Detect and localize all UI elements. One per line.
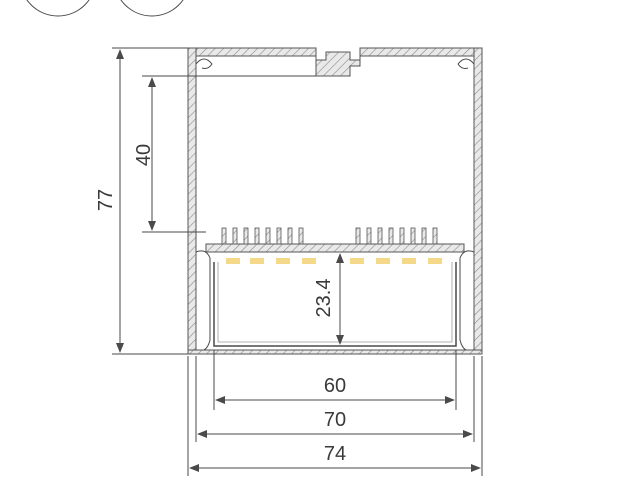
led-chip [376,258,390,264]
profile-body [187,47,483,355]
heatsink-fin [298,227,304,245]
heatsink-fin [355,227,361,245]
profile-bottom-wall [187,349,483,355]
heatsink-fin [243,227,249,245]
dimension-77: 77 [95,47,188,355]
top-left-clip [195,58,213,69]
dim-label-74: 74 [324,443,346,465]
circle-icon [26,0,90,17]
heatsink-fins-left [221,227,304,245]
heatsink-base [205,243,465,253]
dimension-74: 74 [187,356,483,476]
heatsink-fin [388,227,394,245]
led-chip [226,258,240,264]
right-diffuser-clip [459,250,475,351]
dimension-60: 60 [213,350,457,410]
heatsink-fins-right [355,227,438,245]
led-chip [402,258,416,264]
led-chips [226,258,442,264]
top-icons [26,0,184,17]
heatsink-fin [410,227,416,245]
heatsink-fin [377,227,383,245]
heatsink-fin [265,227,271,245]
diffuser [213,262,457,347]
circle-icon [120,0,184,17]
heatsink-fin [276,227,282,245]
heatsink-fin [399,227,405,245]
dimension-40: 40 [133,75,316,233]
left-diffuser-clip [195,250,211,351]
dim-label-40: 40 [133,144,155,166]
dimension-23-4: 23.4 [313,253,344,345]
dim-label-60: 60 [324,375,346,397]
heatsink-fin [254,227,260,245]
top-right-clip [457,58,475,69]
heatsink-fin [421,227,427,245]
heatsink-fin [287,227,293,245]
heatsink-fin [221,227,227,245]
dimension-70: 70 [195,356,475,442]
led-chip [428,258,442,264]
led-chip [250,258,264,264]
heatsink-fin [366,227,372,245]
led-chip [276,258,290,264]
profile-left-wall [187,47,197,355]
dim-label-70: 70 [324,409,346,431]
led-chip [302,258,316,264]
diffuser-inner [217,262,453,343]
led-chip [350,258,364,264]
heatsink-fin [232,227,238,245]
heatsink-fin [432,227,438,245]
profile-right-wall [473,47,483,355]
dim-label-77: 77 [95,189,117,211]
dim-label-23-4: 23.4 [313,279,335,318]
profile-top-wall [187,47,483,77]
